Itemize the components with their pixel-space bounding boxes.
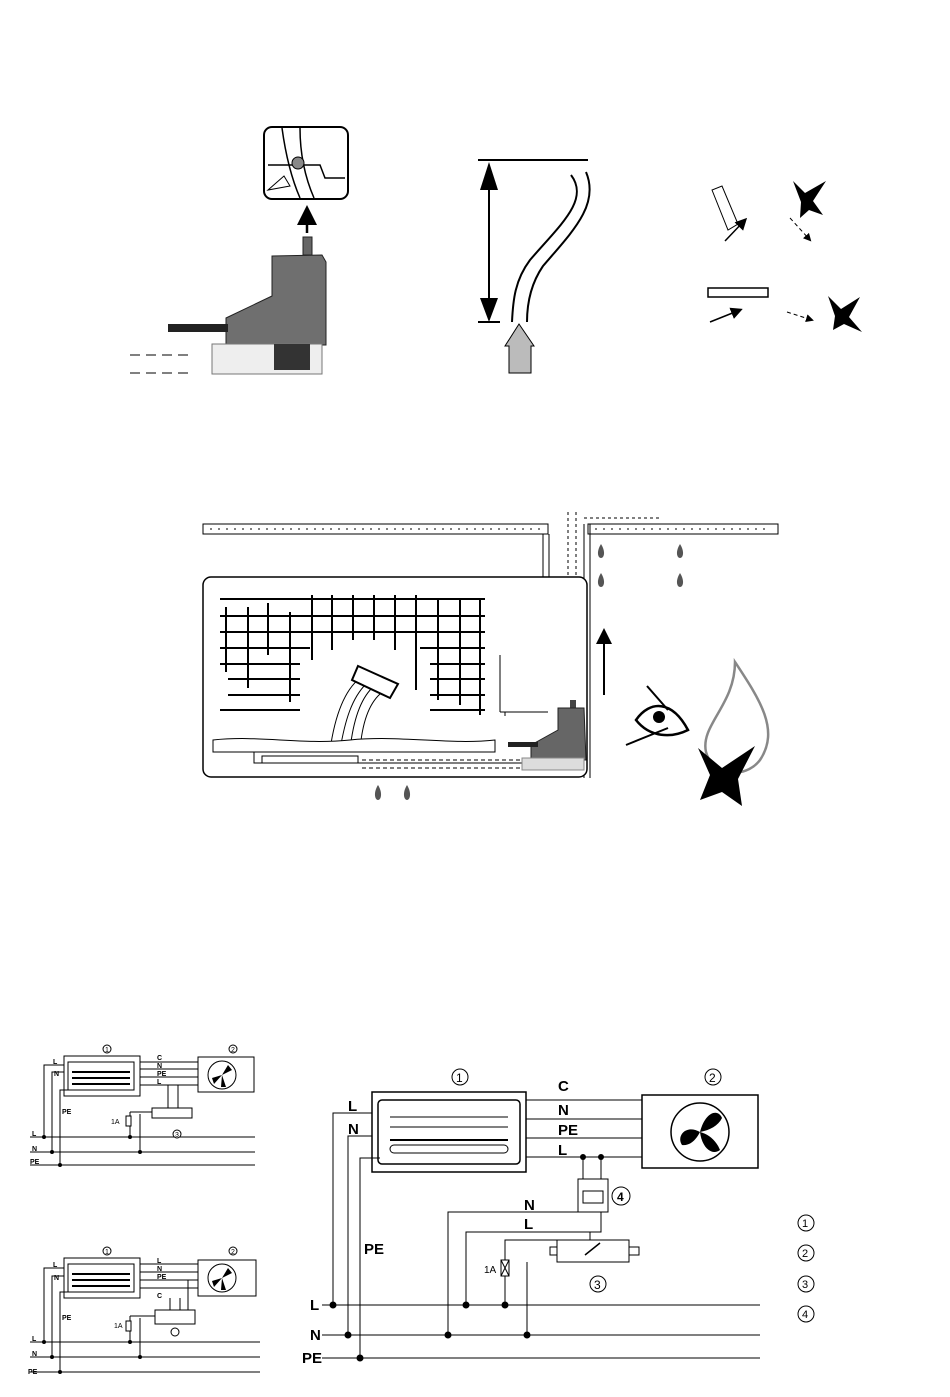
small-b-bus-l: L [32, 1336, 37, 1343]
small-b-bus-n: N [32, 1351, 37, 1358]
main-fuse: 1A [484, 1265, 497, 1276]
wiring-diagram-small-b: 1 2 L N PE C L N PE 1A L N PE [28, 1247, 260, 1376]
small-a-wire-pe: PE [157, 1071, 167, 1078]
small-a-left-n: N [54, 1071, 59, 1078]
legend-item-1: 1 [802, 1218, 808, 1230]
main-bus-pe: PE [302, 1350, 322, 1367]
main-bus-l: L [310, 1297, 319, 1314]
main-left-pe: PE [364, 1241, 384, 1258]
legend-item-4: 4 [802, 1309, 808, 1321]
small-a-wire-c: C [157, 1055, 162, 1062]
wiring-diagram-main: 1 2 4 3 C N PE L L N PE N L 1A L N PE [302, 1069, 760, 1367]
small-b-num1: 1 [105, 1249, 109, 1256]
small-b-bus-pe: PE [28, 1369, 38, 1376]
legend: 1 2 3 4 [798, 1215, 814, 1322]
small-a-bus-n: N [32, 1146, 37, 1153]
main-num1: 1 [456, 1071, 463, 1085]
small-b-wire-c: C [157, 1293, 162, 1300]
lift-height-figure [478, 160, 590, 373]
legend-item-2: 2 [802, 1248, 808, 1260]
small-a-num2: 2 [231, 1047, 235, 1054]
main-left-l: L [348, 1098, 357, 1115]
small-b-wire-n: N [157, 1266, 162, 1273]
small-a-num3: 3 [175, 1132, 179, 1139]
small-b-wire-l: L [157, 1258, 162, 1265]
main-num3: 3 [594, 1278, 601, 1292]
pump-outlet-figure [130, 127, 348, 374]
main-wire-pe: PE [558, 1122, 578, 1139]
main-wire-l: L [558, 1142, 567, 1159]
small-a-wire-l: L [157, 1079, 162, 1086]
main-num2: 2 [709, 1071, 716, 1085]
main-mid-n: N [524, 1197, 535, 1214]
wiring-diagram-small-a: 1 2 3 C N PE L L N PE 1A L N PE [30, 1045, 255, 1167]
main-wire-c: C [558, 1078, 569, 1095]
small-b-fuse: 1A [114, 1323, 123, 1330]
main-wire-n: N [558, 1102, 569, 1119]
pipe-direction-figure [708, 181, 862, 332]
main-bus-n: N [310, 1327, 321, 1344]
small-a-num1: 1 [105, 1047, 109, 1054]
small-a-fuse: 1A [111, 1119, 120, 1126]
small-a-left-pe: PE [62, 1109, 72, 1116]
small-b-left-l: L [53, 1262, 58, 1269]
main-num4: 4 [617, 1190, 624, 1204]
small-a-left-l: L [53, 1059, 58, 1066]
main-mid-l: L [524, 1216, 533, 1233]
small-b-num2: 2 [231, 1249, 235, 1256]
small-b-wire-pe: PE [157, 1274, 167, 1281]
small-b-left-n: N [54, 1275, 59, 1282]
small-a-bus-l: L [32, 1131, 37, 1138]
legend-item-3: 3 [802, 1279, 808, 1291]
main-left-n: N [348, 1121, 359, 1138]
small-b-left-pe: PE [62, 1315, 72, 1322]
small-a-wire-n: N [157, 1063, 162, 1070]
small-a-bus-pe: PE [30, 1159, 40, 1166]
installation-scene [203, 512, 778, 806]
